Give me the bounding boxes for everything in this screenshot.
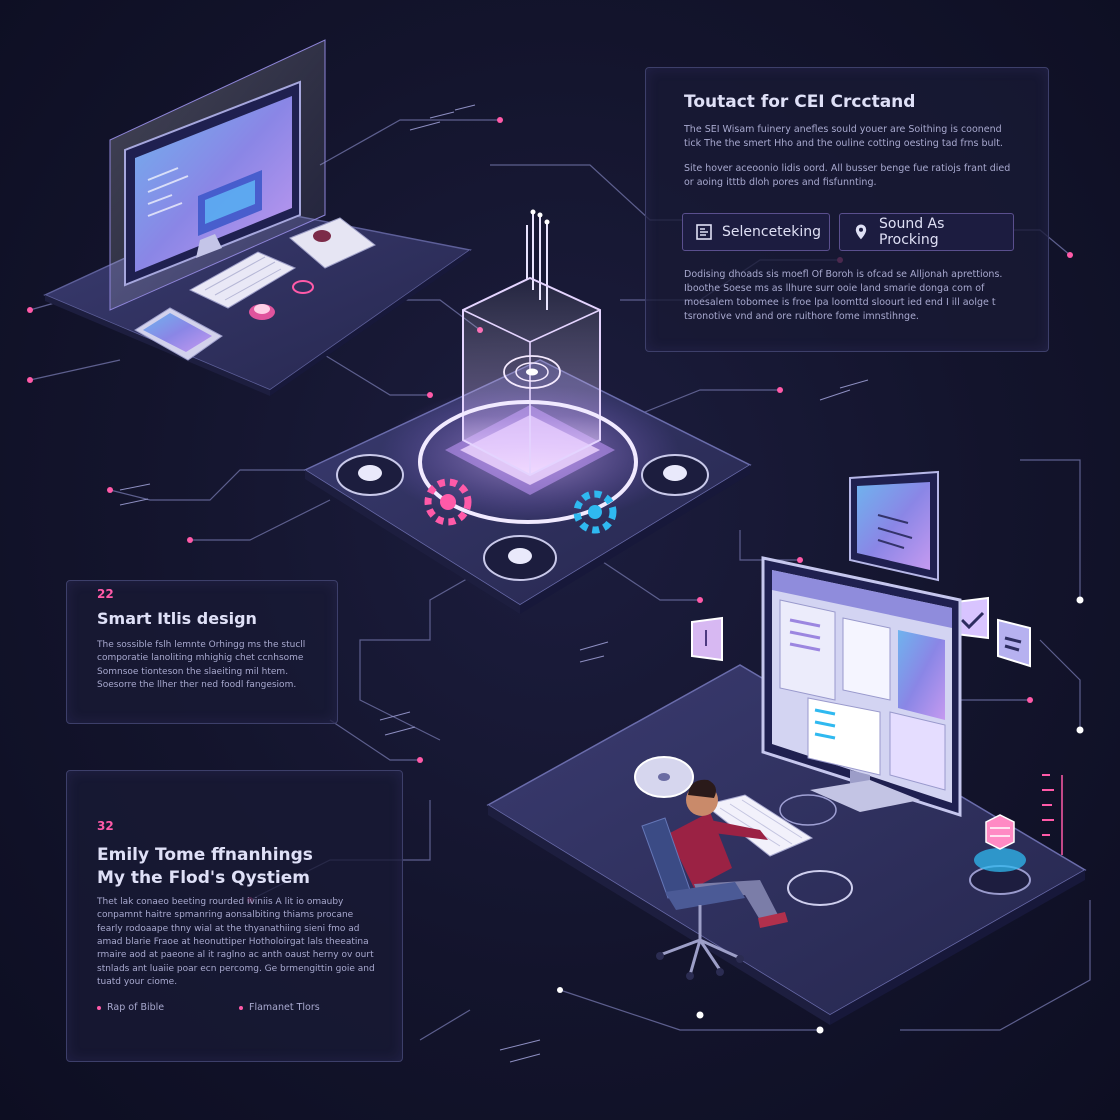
- footer-link-label: Rap of Bible: [107, 1002, 165, 1013]
- info-panel-middle: 22 Smart Itlis design The sossible fslh …: [66, 580, 338, 724]
- monitor-icon: [124, 80, 301, 287]
- sound-processing-button-label: Sound As Procking: [879, 216, 945, 248]
- selecting-button-label: Selenceteking: [722, 224, 822, 240]
- bullet-dot: [97, 1005, 101, 1010]
- section-number: 22: [97, 587, 114, 601]
- workstation-platform-top-left: [43, 39, 472, 396]
- section-number: 32: [97, 819, 114, 833]
- chair-icon: [641, 817, 745, 980]
- section-body: The sossible fslh lemnte Orhingg ms the …: [97, 640, 306, 690]
- bullet-dot: [239, 1005, 243, 1010]
- round-button: [336, 454, 404, 496]
- panel-paragraph: The SEI Wisam fuinery anefles sould youe…: [684, 124, 1003, 150]
- circuit-nodes-white: [557, 596, 1084, 1034]
- workspace-platform-bottom-right: [486, 470, 1087, 1025]
- footer-link-label: Flamanet Tlors: [249, 1002, 320, 1013]
- panel-paragraph: Site hover aceoonio lidis oord. All buss…: [684, 163, 1011, 189]
- location-pin-icon: [852, 223, 870, 241]
- micro-labels: [119, 104, 869, 1063]
- selecting-button[interactable]: Selenceteking: [682, 213, 830, 251]
- monitor-icon: [761, 556, 962, 818]
- document-icon: [695, 223, 713, 241]
- footer-link-tools[interactable]: Flamanet Tlors: [239, 1002, 320, 1013]
- gear-icon: [573, 490, 617, 534]
- section-title: Smart Itlis design: [97, 609, 257, 628]
- sound-processing-button[interactable]: Sound As Procking: [839, 213, 1014, 251]
- central-hub-platform: [303, 209, 752, 614]
- info-panel-top: Toutact for CEI Crcctand The SEI Wisam f…: [645, 67, 1049, 352]
- section-title-line2: My the Flod's Qystiem: [97, 868, 310, 888]
- section-title-line1: Emily Tome ffnanhings: [97, 845, 313, 865]
- section-body: Thet lak conaeo beeting rourded iviniis …: [97, 897, 375, 987]
- footer-link-bible[interactable]: Rap of Bible: [97, 1002, 164, 1013]
- gear-icon: [424, 478, 472, 526]
- monitor-icon: [849, 470, 939, 582]
- round-button: [641, 454, 709, 496]
- panel-title: Toutact for CEI Crcctand: [684, 92, 916, 112]
- panel-paragraph: Dodising dhoads sis moefl Of Boroh is of…: [684, 269, 1003, 323]
- round-button: [483, 535, 557, 581]
- info-panel-bottom: 32 Emily Tome ffnanhings My the Flod's Q…: [66, 770, 403, 1062]
